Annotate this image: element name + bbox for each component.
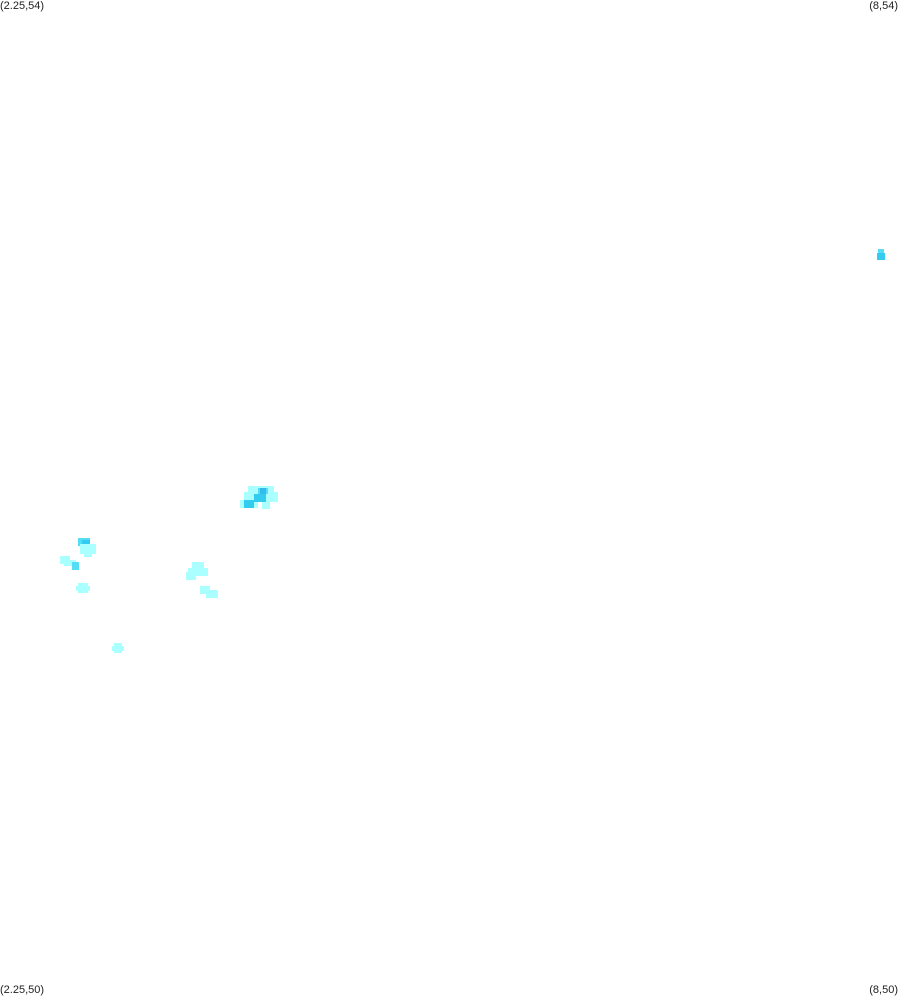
cluster-northeast (877, 249, 885, 260)
corner-label-top-right: (8,54) (869, 0, 898, 12)
cluster-south-west (112, 643, 124, 653)
cluster-west-lower (76, 583, 90, 593)
cluster-west-middle (60, 556, 79, 570)
corner-label-top-left: (2.25,54) (0, 0, 45, 12)
cluster-central (240, 486, 278, 509)
corner-label-bottom-right: (8,50) (869, 984, 898, 996)
cluster-midleft (186, 562, 218, 598)
cluster-west-upper (78, 538, 96, 557)
corner-label-bottom-left: (2.25,50) (0, 984, 45, 996)
